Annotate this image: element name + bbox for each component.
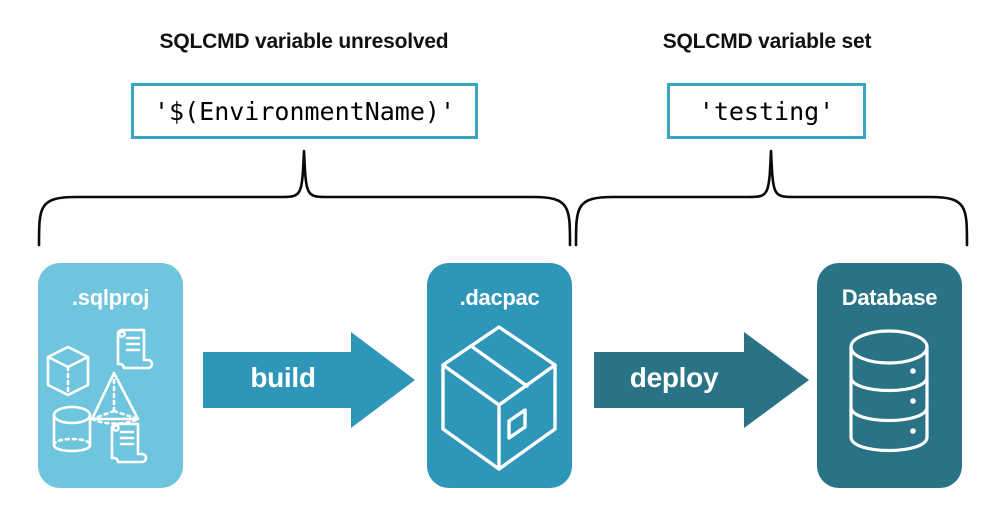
code-value-left: '$(EnvironmentName)' xyxy=(153,96,456,126)
scroll-icon xyxy=(110,422,148,464)
scroll-icon xyxy=(116,328,154,370)
code-value-box-left: '$(EnvironmentName)' xyxy=(131,83,478,139)
arrow-label-deploy: deploy xyxy=(629,362,719,393)
arrow-label-build: build xyxy=(250,362,316,393)
database-cylinder-icon xyxy=(817,321,962,481)
annotation-heading-right: SQLCMD variable set xyxy=(662,30,872,53)
stage-box-dacpac[interactable]: .dacpac xyxy=(427,263,572,488)
annotation-heading-left: SQLCMD variable unresolved xyxy=(159,30,449,53)
cube-icon xyxy=(46,345,90,397)
cylinder-icon xyxy=(52,405,92,453)
brace-build-scope xyxy=(37,149,572,247)
code-value-box-right: 'testing' xyxy=(667,83,866,139)
sql-project-objects-icon xyxy=(38,321,183,476)
stage-box-database[interactable]: Database xyxy=(817,263,962,488)
stage-box-sqlproj[interactable]: .sqlproj xyxy=(38,263,183,488)
stage-label-sqlproj: .sqlproj xyxy=(71,285,150,310)
pyramid-icon xyxy=(90,371,140,425)
arrow-build xyxy=(203,332,415,428)
stage-label-dacpac: .dacpac xyxy=(459,285,540,310)
package-box-icon xyxy=(427,321,572,481)
stage-label-database: Database xyxy=(841,285,938,310)
arrow-deploy xyxy=(594,332,809,428)
brace-deploy-scope xyxy=(574,149,969,247)
code-value-right: 'testing' xyxy=(698,96,835,126)
